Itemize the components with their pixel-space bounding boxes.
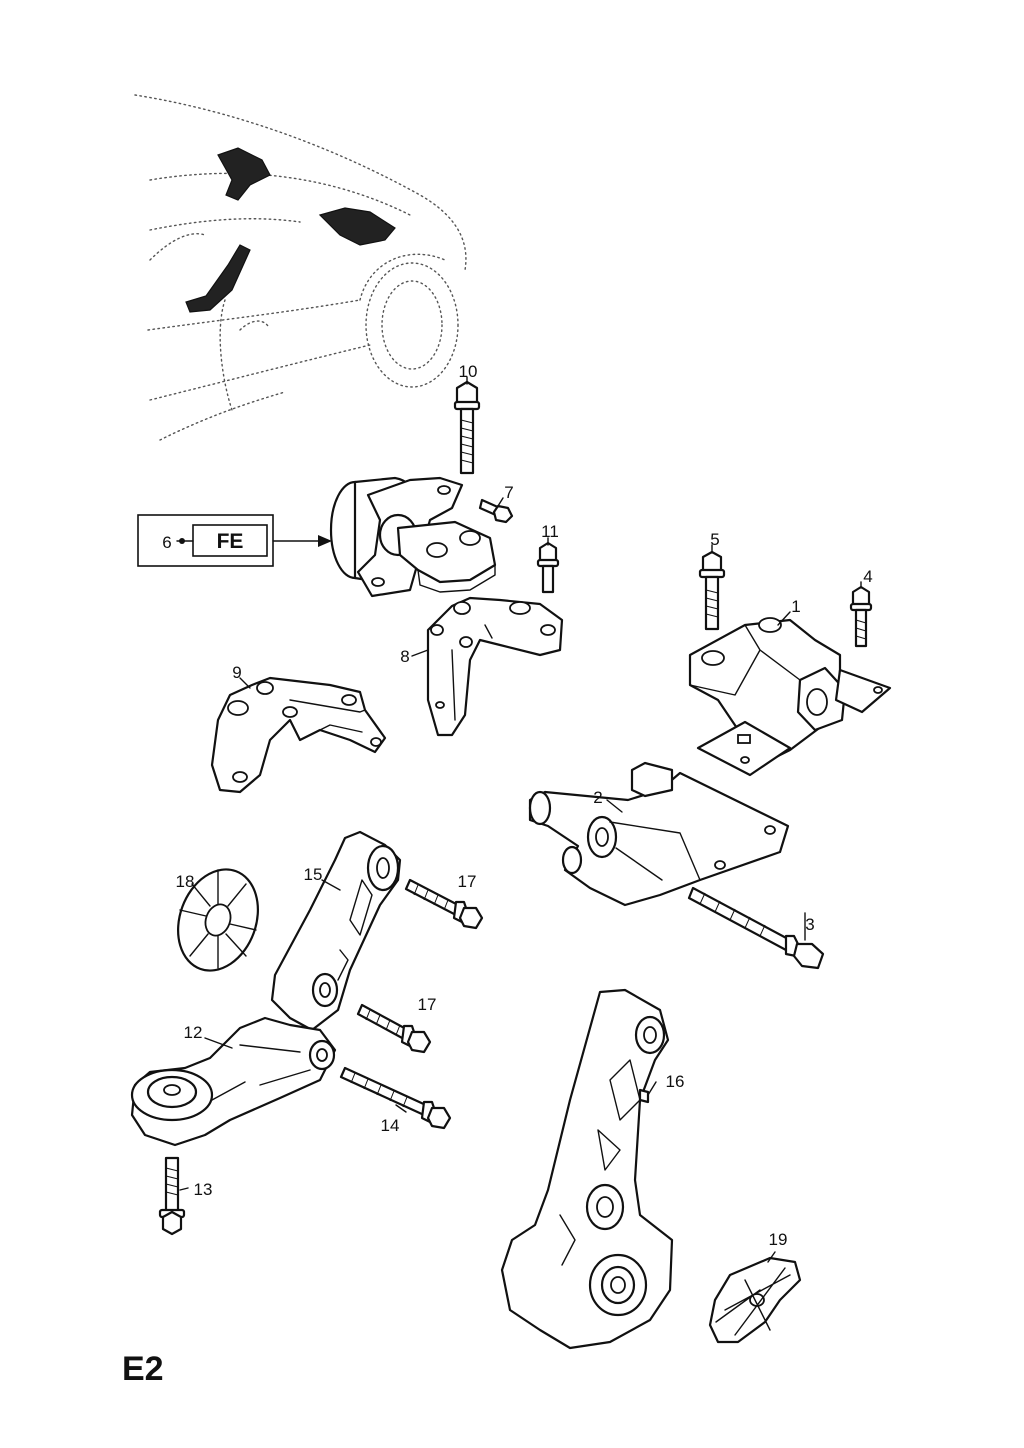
leader-lines (179, 376, 862, 1263)
label-part-12: 12 (184, 1023, 203, 1042)
label-part-16: 16 (666, 1072, 685, 1091)
label-part-15: 15 (304, 865, 323, 884)
vehicle-locator-sketch (134, 94, 467, 441)
part-13-bolt (158, 1156, 186, 1236)
label-part-2: 2 (593, 788, 602, 807)
part-16-large-bracket (500, 988, 674, 1350)
part-7-bolt (478, 498, 514, 524)
label-part-4: 4 (863, 567, 872, 586)
part-17-bolt-upper (404, 878, 484, 930)
diagram-page-id: E2 (122, 1350, 164, 1388)
part-3-bolt (687, 886, 825, 970)
label-part-1: 1 (791, 597, 800, 616)
part-4-bolt (849, 585, 873, 648)
reference-box-6 (137, 514, 332, 567)
label-part-17-lower: 17 (418, 995, 437, 1014)
label-part-18: 18 (176, 872, 195, 891)
label-part-10: 10 (459, 362, 478, 381)
label-part-9: 9 (232, 663, 241, 682)
part-12-mounting (130, 1016, 337, 1147)
part-9-bracket (210, 676, 387, 794)
part-19-disc (708, 1256, 802, 1344)
part-10-bolt (453, 380, 481, 475)
part-6-engine-mounting (329, 476, 497, 598)
part-11-bolt (536, 541, 560, 594)
label-part-17-upper: 17 (458, 872, 477, 891)
part-2-bracket (528, 761, 790, 907)
part-17-bolt-lower (356, 1003, 432, 1054)
part-5-bolt (698, 550, 726, 631)
part-1-transmission-mounting (688, 617, 892, 777)
label-part-5: 5 (710, 530, 719, 549)
label-part-8: 8 (400, 647, 409, 666)
label-part-13: 13 (194, 1180, 213, 1199)
label-part-19: 19 (769, 1230, 788, 1249)
callout-labels: 1 2 3 4 5 6 7 8 9 10 11 12 13 14 15 16 1… (162, 362, 872, 1249)
label-part-6: 6 (162, 533, 171, 552)
part-14-bolt (339, 1066, 452, 1130)
reference-code: FE (217, 530, 244, 553)
part-18-disc (177, 868, 259, 972)
label-part-11: 11 (541, 522, 559, 541)
label-part-14: 14 (381, 1116, 400, 1135)
part-8-bracket (426, 596, 564, 737)
label-part-3: 3 (805, 915, 814, 934)
label-part-7: 7 (504, 483, 513, 502)
part-15-torque-arm (270, 830, 402, 1032)
